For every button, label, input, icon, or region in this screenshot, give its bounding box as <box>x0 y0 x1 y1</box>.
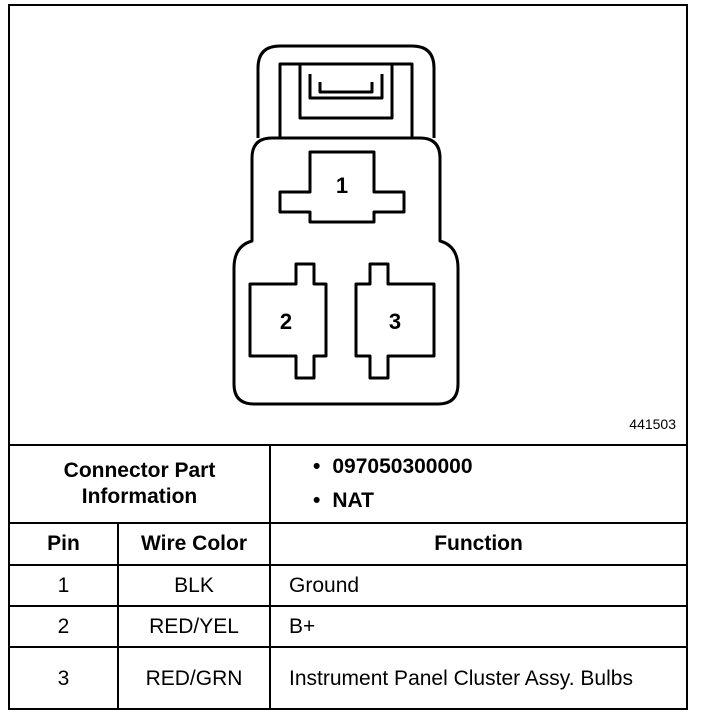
terminal-3-cavity <box>354 262 436 380</box>
latch-inner-frame <box>278 62 414 138</box>
wire-color-cell: RED/YEL <box>116 605 272 648</box>
table-row: 2 RED/YEL B+ <box>10 605 687 648</box>
connector-part-number: 097050300000 <box>313 450 686 484</box>
table-row: 3 RED/GRN Instrument Panel Cluster Assy.… <box>10 646 687 710</box>
connector-drawing: 1 2 3 441503 <box>10 6 686 446</box>
table-header-row: Pin Wire Color Function <box>10 522 687 566</box>
connector-info-label: Connector Part Information <box>10 446 272 524</box>
connector-info-values: 097050300000 NAT <box>269 446 687 524</box>
pin-cell: 2 <box>10 605 119 648</box>
pin-2-label: 2 <box>280 309 292 334</box>
diagram-frame: 1 2 3 441503 Connector Part Information … <box>8 4 688 710</box>
pin-1-label: 1 <box>336 173 348 198</box>
header-pin: Pin <box>10 522 119 566</box>
connector-nat: NAT <box>313 484 686 518</box>
connector-info-row: Connector Part Information 097050300000 … <box>10 446 687 524</box>
wire-color-cell: BLK <box>116 564 272 607</box>
latch-slot-inner <box>318 82 374 94</box>
table-row: 1 BLK Ground <box>10 564 687 607</box>
pin-cell: 3 <box>10 646 119 710</box>
header-function: Function <box>269 522 687 566</box>
pin-cell: 1 <box>10 564 119 607</box>
header-wire-color: Wire Color <box>116 522 272 566</box>
connector-svg: 1 2 3 <box>232 44 460 406</box>
latch-slot <box>308 74 384 100</box>
connector-table: Connector Part Information 097050300000 … <box>10 446 687 710</box>
connector-body <box>232 136 460 406</box>
function-cell: Ground <box>269 564 687 607</box>
pin-3-label: 3 <box>389 309 401 334</box>
function-cell: Instrument Panel Cluster Assy. Bulbs <box>269 646 687 710</box>
latch-outline <box>256 44 436 138</box>
terminal-1-cavity <box>278 150 406 224</box>
latch-clip <box>298 64 394 120</box>
figure-id: 441503 <box>629 416 676 432</box>
function-cell: B+ <box>269 605 687 648</box>
wire-color-cell: RED/GRN <box>116 646 272 710</box>
terminal-2-cavity <box>248 262 328 380</box>
